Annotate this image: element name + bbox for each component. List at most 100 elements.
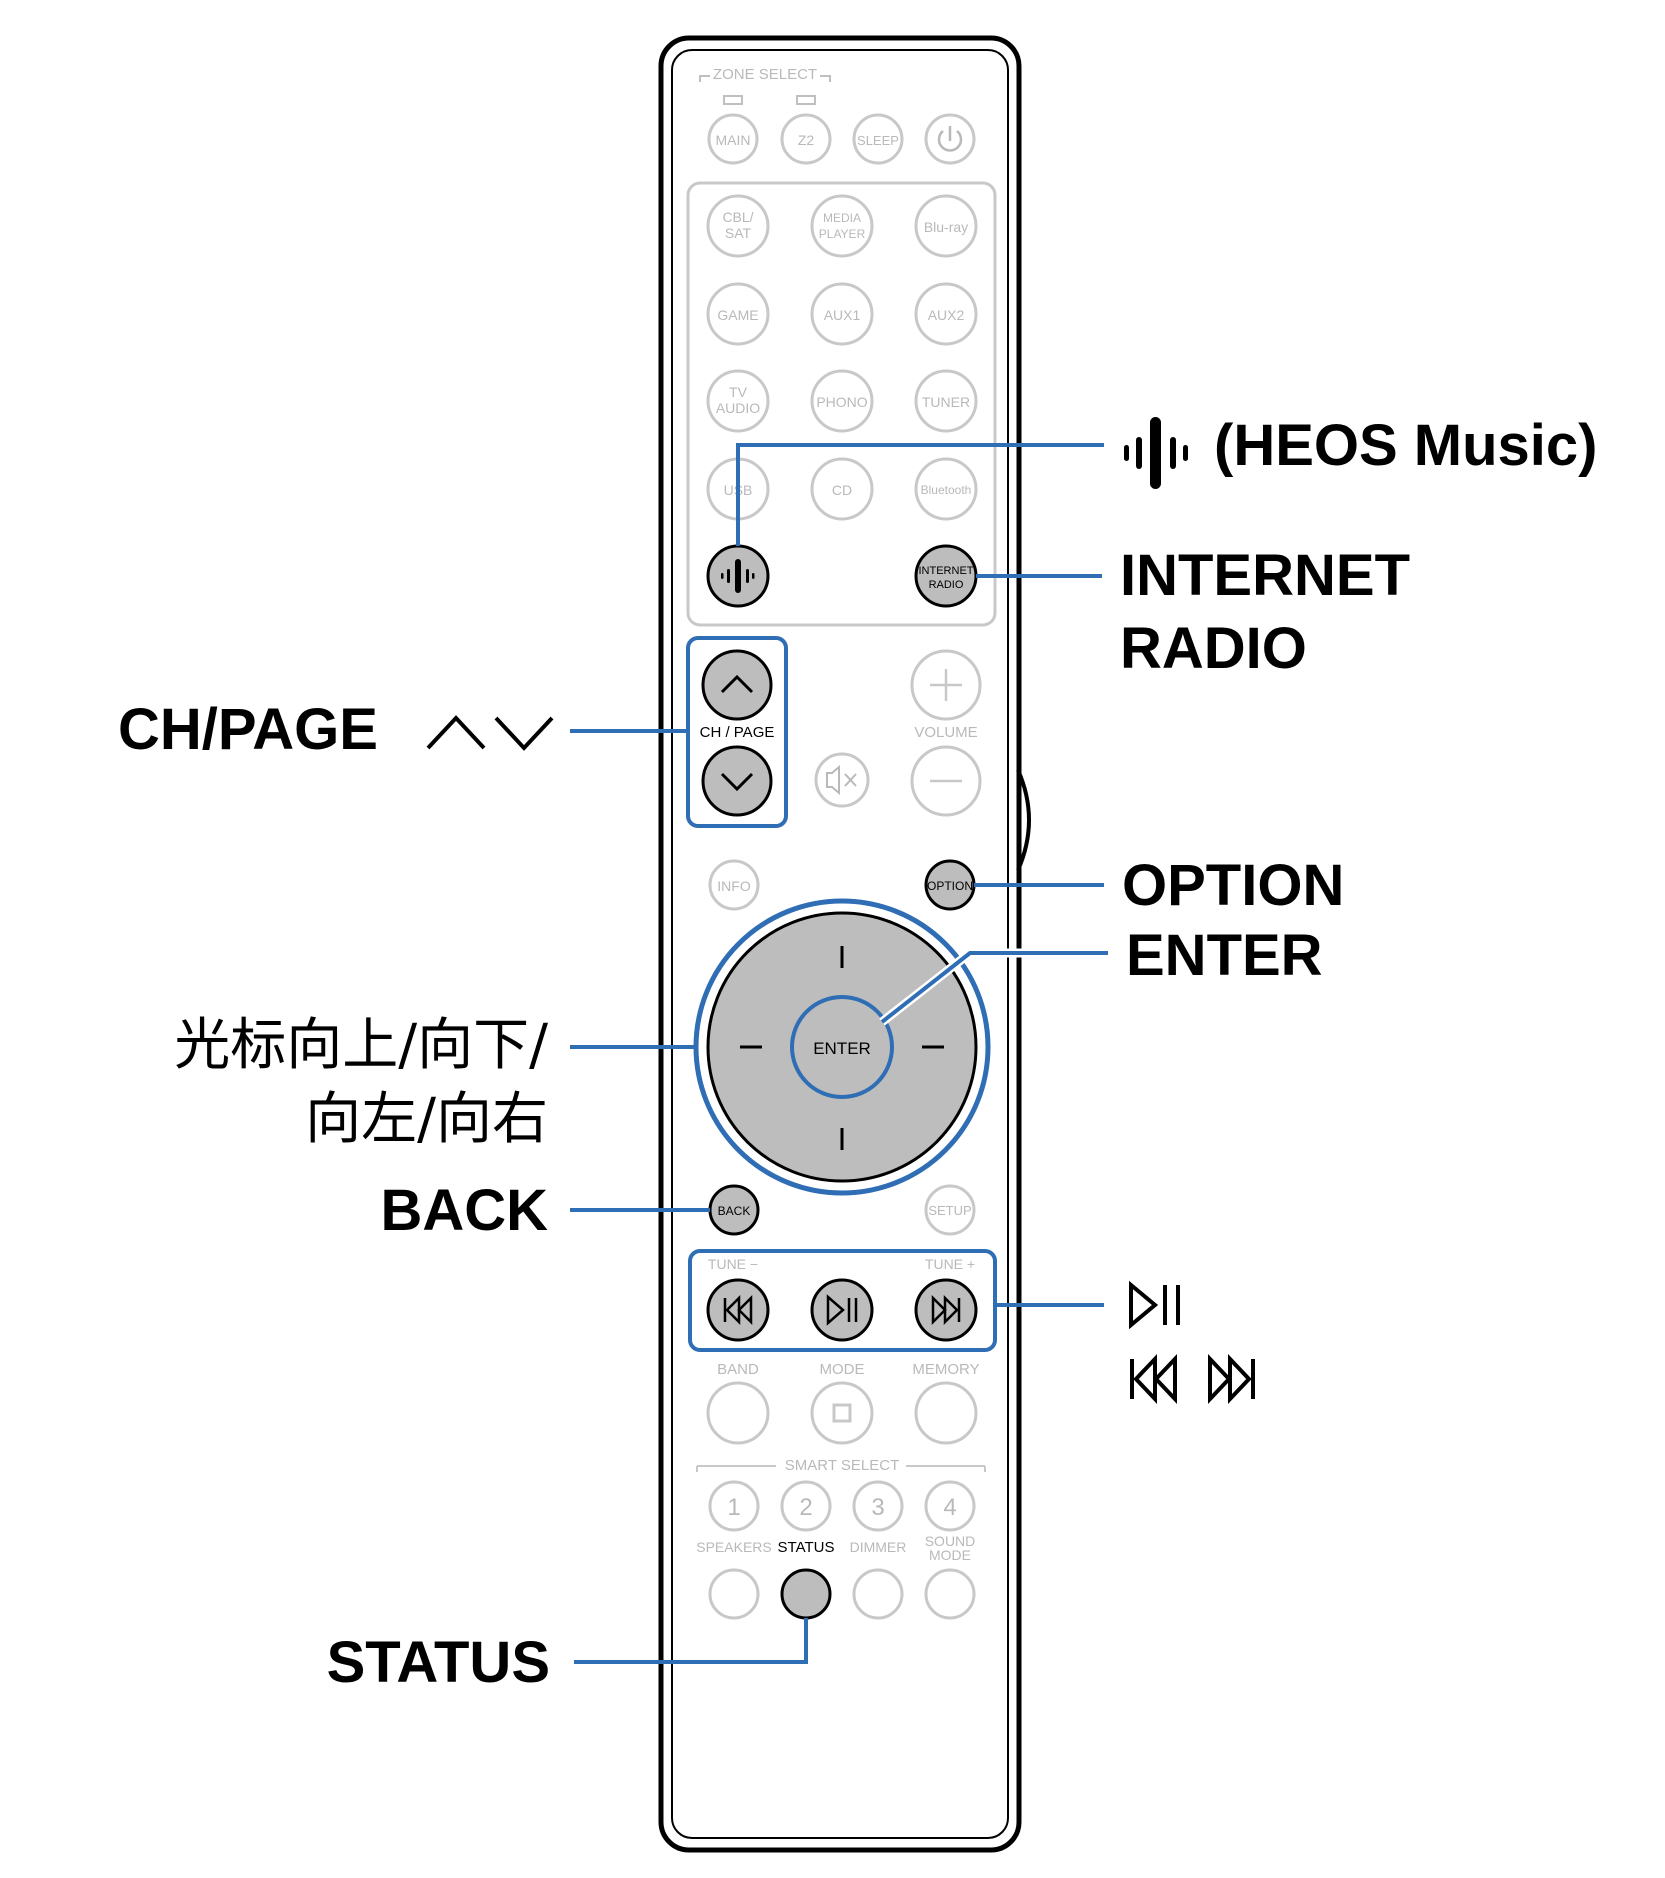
- bluray-button[interactable]: Blu-ray: [914, 194, 978, 258]
- volume-up-button[interactable]: [910, 649, 982, 721]
- speakers-label: SPEAKERS: [696, 1539, 771, 1555]
- cbl-label: CBL/: [722, 209, 753, 225]
- tv-audio-button[interactable]: TV AUDIO: [706, 369, 770, 433]
- tuner-label: TUNER: [922, 394, 970, 410]
- smart-select-3-button[interactable]: 3: [852, 1480, 904, 1532]
- option-button[interactable]: OPTION: [924, 859, 976, 911]
- main-button[interactable]: MAIN: [707, 113, 759, 165]
- phono-label: PHONO: [816, 394, 867, 410]
- up-down-chevrons-icon: [426, 715, 554, 751]
- leader-lines: [570, 443, 1108, 1664]
- radio-callout: RADIO: [1120, 616, 1307, 681]
- band-label: BAND: [717, 1361, 759, 1378]
- heos-button[interactable]: [706, 544, 770, 608]
- status-small-label: STATUS: [778, 1539, 835, 1556]
- ch-page-up-button[interactable]: [701, 649, 773, 721]
- skip-back-icon: [723, 1294, 753, 1326]
- heos-icon: [721, 559, 755, 593]
- tuner-button[interactable]: TUNER: [914, 369, 978, 433]
- back-label: BACK: [718, 1204, 751, 1218]
- back-button[interactable]: BACK: [708, 1184, 760, 1236]
- speakers-button[interactable]: [708, 1568, 760, 1620]
- smart-2-label: 2: [799, 1494, 812, 1521]
- skip-back-button[interactable]: [706, 1278, 770, 1342]
- memory-button[interactable]: [914, 1381, 978, 1445]
- callout-play-pause-icon: [1129, 1280, 1180, 1330]
- sound-mode-button[interactable]: [924, 1568, 976, 1620]
- heos-music-callout: (HEOS Music): [1214, 413, 1598, 478]
- smart-select-1-button[interactable]: 1: [708, 1480, 760, 1532]
- skip-forward-icon: [931, 1294, 961, 1326]
- heos-leader: [736, 443, 1104, 546]
- sleep-button[interactable]: SLEEP: [852, 113, 904, 165]
- smart-3-label: 3: [871, 1494, 884, 1521]
- bluetooth-label: Bluetooth: [921, 483, 972, 497]
- mode-label: MODE: [820, 1361, 865, 1378]
- heos-callout-icon: [1124, 417, 1188, 489]
- game-button[interactable]: GAME: [706, 282, 770, 346]
- sound-mode-label: MODE: [929, 1547, 971, 1563]
- aux2-button[interactable]: AUX2: [914, 282, 978, 346]
- aux1-button[interactable]: AUX1: [810, 282, 874, 346]
- band-button[interactable]: [706, 1381, 770, 1445]
- internet-label: INTERNET: [919, 565, 974, 577]
- enter-label: ENTER: [813, 1039, 871, 1058]
- play-pause-button[interactable]: [810, 1278, 874, 1342]
- mode-button[interactable]: [810, 1381, 874, 1445]
- volume-down-button[interactable]: [910, 745, 982, 817]
- skip-forward-button[interactable]: [914, 1278, 978, 1342]
- tune-plus-label: TUNE +: [925, 1256, 975, 1272]
- bluetooth-button[interactable]: Bluetooth: [914, 457, 978, 521]
- phono-button[interactable]: PHONO: [810, 369, 874, 433]
- smart-select-divider: [696, 1465, 986, 1472]
- callout-skip-forward-icon: [1208, 1353, 1255, 1405]
- smart-select-label: SMART SELECT: [785, 1457, 899, 1474]
- zone-select-label: ZONE SELECT: [713, 66, 817, 83]
- cd-button[interactable]: CD: [810, 457, 874, 521]
- transport-highlight: [688, 1249, 997, 1352]
- aux2-label: AUX2: [928, 307, 965, 323]
- internet-radio-button[interactable]: INTERNET RADIO: [914, 544, 978, 608]
- enter-leader: [880, 951, 1108, 1024]
- smart-4-label: 4: [943, 1494, 956, 1521]
- smart-select-2-button[interactable]: 2: [780, 1480, 832, 1532]
- chevron-down-icon: [720, 772, 754, 792]
- side-bulge: [1016, 769, 1031, 871]
- ch-page-down-button[interactable]: [701, 745, 773, 817]
- audio-label: AUDIO: [716, 400, 760, 416]
- cursor-callout-line1: 光标向上/向下/: [174, 1013, 548, 1078]
- ch-page-callout: CH/PAGE: [118, 697, 378, 762]
- sound-label: SOUND: [925, 1533, 976, 1549]
- smart-select-4-button[interactable]: 4: [924, 1480, 976, 1532]
- enter-button[interactable]: ENTER: [790, 995, 894, 1099]
- source-panel: [686, 181, 997, 627]
- play-pause-icon: [826, 1294, 858, 1326]
- tune-minus-label: TUNE −: [708, 1256, 758, 1272]
- z2-button[interactable]: Z2: [780, 113, 832, 165]
- main-label: MAIN: [716, 132, 751, 148]
- dimmer-label: DIMMER: [850, 1539, 907, 1555]
- info-button[interactable]: INFO: [708, 859, 760, 911]
- mute-button[interactable]: [814, 752, 870, 808]
- stop-square-icon: [832, 1403, 852, 1423]
- sat-label: SAT: [725, 225, 752, 241]
- zone-select-group: ZONE SELECT: [699, 66, 831, 105]
- cbl-sat-button[interactable]: CBL/ SAT: [706, 194, 770, 258]
- player-label: PLAYER: [819, 227, 866, 241]
- option-label: OPTION: [927, 879, 973, 893]
- chevron-up-icon: [720, 674, 754, 694]
- dimmer-button[interactable]: [852, 1568, 904, 1620]
- status-leader: [574, 1618, 808, 1664]
- radio-label: RADIO: [929, 579, 964, 591]
- smart-1-label: 1: [727, 1494, 740, 1521]
- bluray-label: Blu-ray: [924, 219, 968, 235]
- status-callout: STATUS: [327, 1630, 550, 1695]
- setup-button[interactable]: SETUP: [924, 1184, 976, 1236]
- media-player-button[interactable]: MEDIA PLAYER: [810, 194, 874, 258]
- zone-led-z2: [796, 95, 816, 105]
- volume-label: VOLUME: [914, 724, 977, 741]
- aux1-label: AUX1: [824, 307, 861, 323]
- power-button[interactable]: [924, 113, 976, 165]
- status-button[interactable]: [780, 1568, 832, 1620]
